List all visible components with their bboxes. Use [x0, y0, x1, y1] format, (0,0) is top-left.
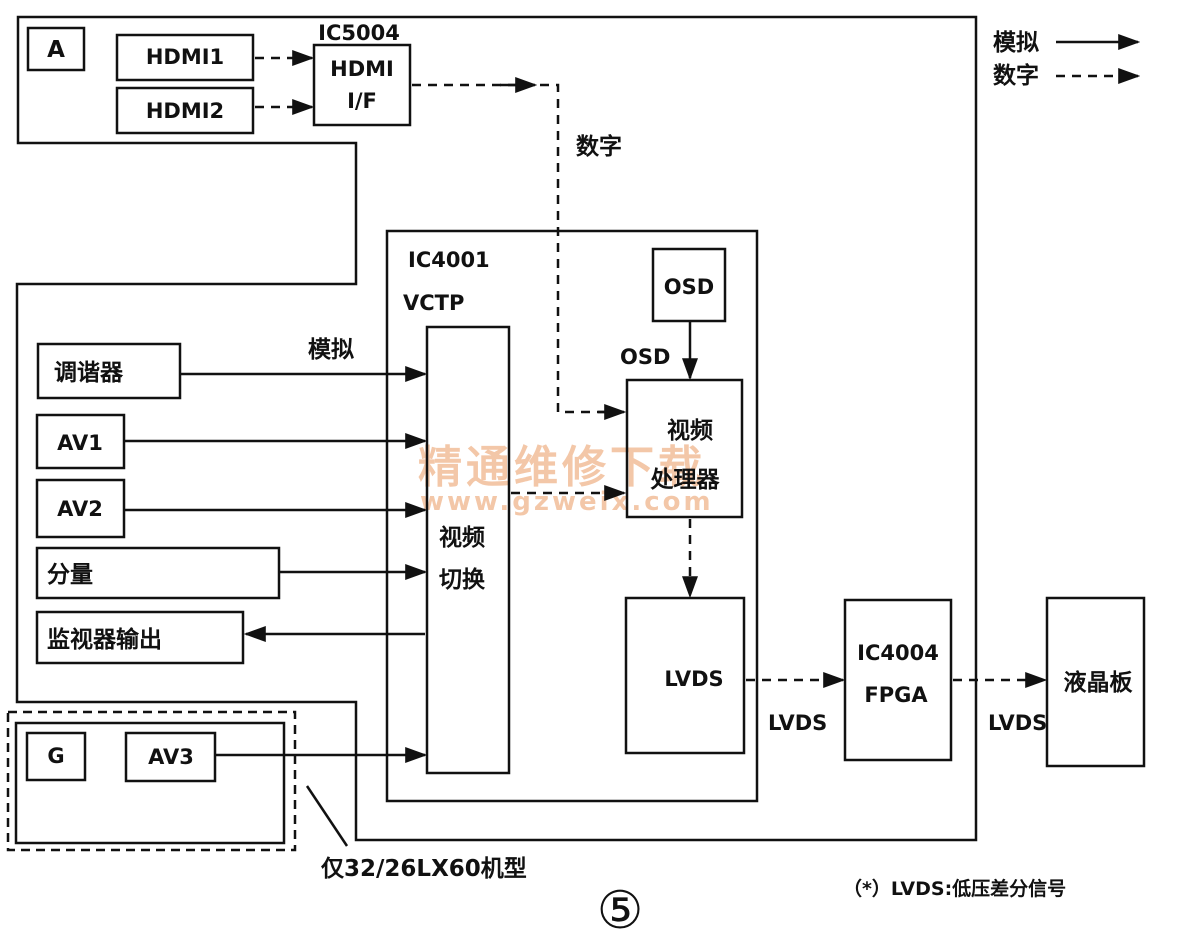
board-g-dashed-outline	[6, 710, 297, 852]
ic4001-sub: VCTP	[403, 291, 464, 315]
av2-label: AV2	[57, 497, 103, 521]
av1-box	[35, 413, 126, 470]
ic5004-line1: HDMI	[330, 57, 394, 81]
lvds-box-label: LVDS	[664, 667, 723, 691]
digital-path	[412, 83, 623, 414]
board-g-box	[14, 721, 286, 845]
av3-box	[124, 731, 217, 783]
tuner-label: 调谐器	[54, 360, 124, 386]
ic4004-name: IC4004	[857, 641, 939, 665]
hdmi2-label: HDMI2	[146, 99, 224, 123]
watermark-text: 精通维修下载	[418, 442, 706, 493]
ic5004-box	[312, 43, 412, 127]
footnote: （*）LVDS:低压差分信号	[843, 877, 1066, 900]
tuner-box	[36, 342, 182, 400]
osd-box-label: OSD	[664, 275, 714, 299]
ic4001-box	[385, 229, 759, 803]
board-g-tag	[25, 731, 87, 782]
ic4001-name: IC4001	[408, 248, 490, 272]
av2-box	[35, 478, 126, 539]
model-note-leader	[305, 785, 349, 847]
lvds-label-2: LVDS	[988, 711, 1047, 735]
analog-label: 模拟	[308, 337, 354, 363]
video-switch-box	[425, 325, 511, 775]
osd-label: OSD	[620, 345, 670, 369]
video-switch-line2: 切换	[439, 566, 486, 593]
osd-box	[651, 247, 727, 323]
legend-digital-label: 数字	[993, 62, 1039, 89]
av3-label: AV3	[148, 745, 194, 769]
ic4004-box	[843, 598, 953, 762]
lcd-panel-label: 液晶板	[1064, 669, 1134, 696]
board-a-label: A	[47, 37, 65, 63]
figure-number: ⑤	[597, 881, 644, 941]
av1-label: AV1	[57, 431, 103, 455]
hdmi1-box	[115, 33, 255, 82]
video-switch-line1: 视频	[439, 524, 485, 551]
board-a-tag	[26, 26, 86, 72]
lvds-label-1: LVDS	[768, 711, 827, 735]
digital-label: 数字	[576, 133, 622, 160]
ic4004-sub: FPGA	[864, 683, 928, 707]
video-proc-box	[625, 378, 744, 519]
model-note: 仅32/26LX60机型	[321, 856, 527, 882]
video-proc-line2: 处理器	[650, 467, 721, 493]
legend-analog-label: 模拟	[993, 30, 1039, 56]
video-proc-line1: 视频	[667, 417, 713, 444]
board-g-label: G	[47, 744, 64, 768]
component-label: 分量	[47, 562, 93, 588]
board-a-outline	[15, 15, 978, 842]
ic5004-line2: I/F	[347, 89, 377, 113]
component-box	[35, 546, 281, 600]
ic5004-name: IC5004	[318, 21, 400, 45]
hdmi1-label: HDMI1	[146, 45, 224, 69]
hdmi2-box	[115, 86, 255, 135]
monitor-out-label: 监视器输出	[47, 626, 162, 653]
monitor-out-box	[35, 610, 245, 665]
